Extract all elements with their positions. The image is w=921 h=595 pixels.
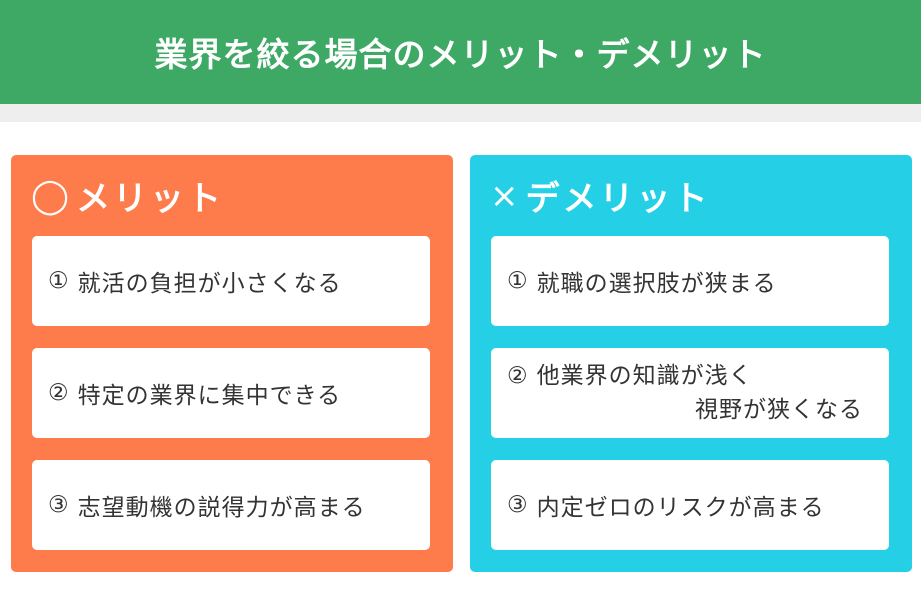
merit-item: ① 就活の負担が小さくなる — [32, 236, 430, 326]
circle-icon: ◯ — [31, 175, 73, 216]
item-number: ② — [507, 363, 529, 389]
item-number: ③ — [48, 492, 70, 518]
item-number: ① — [507, 268, 529, 294]
merit-item: ③ 志望動機の説得力が高まる — [32, 460, 430, 550]
item-text: 内定ゼロのリスクが高まる — [536, 495, 825, 521]
item-number: ③ — [507, 492, 529, 518]
item-text: 就職の選択肢が狭まる — [536, 271, 777, 297]
merit-item: ② 特定の業界に集中できる — [32, 348, 430, 438]
demerit-title: × デメリット — [490, 171, 711, 220]
merit-title: ◯ メリット — [31, 171, 224, 220]
title-text: 業界を絞る場合のメリット・デメリット — [154, 35, 767, 74]
demerit-item: ① 就職の選択肢が狭まる — [491, 236, 889, 326]
item-text: 他業界の知識が浅く — [536, 363, 753, 389]
item-number: ② — [48, 380, 70, 406]
item-text: 志望動機の説得力が高まる — [77, 495, 366, 521]
merit-panel: ◯ メリット ① 就活の負担が小さくなる ② 特定の業界に集中できる ③ 志望動機の説… — [11, 155, 453, 572]
item-text: 特定の業界に集中できる — [77, 383, 342, 409]
item-text-line2: 視野が狭くなる — [695, 397, 863, 423]
demerit-item: ③ 内定ゼロのリスクが高まる — [491, 460, 889, 550]
divider — [0, 104, 921, 122]
demerit-item: ② 他業界の知識が浅く 視野が狭くなる — [491, 348, 889, 438]
item-number: ① — [48, 268, 70, 294]
item-text: 就活の負担が小さくなる — [77, 271, 342, 297]
cross-icon: × — [490, 175, 522, 216]
demerit-panel: × デメリット ① 就職の選択肢が狭まる ② 他業界の知識が浅く 視野が狭くなる ③… — [470, 155, 912, 572]
page-title: 業界を絞る場合のメリット・デメリット — [0, 0, 921, 104]
merit-title-text: メリット — [76, 179, 225, 219]
demerit-title-text: デメリット — [525, 179, 711, 219]
